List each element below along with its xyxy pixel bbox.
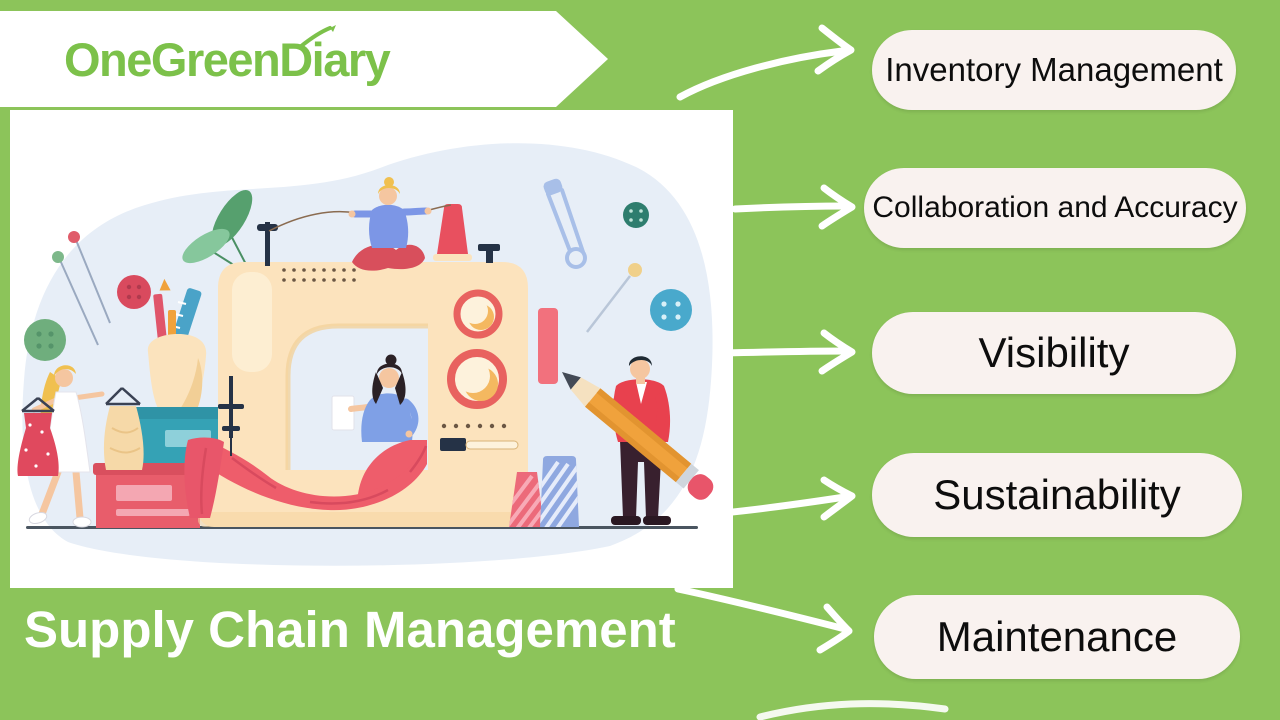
brand-logo: OneGreenDiary (64, 11, 391, 107)
brand-banner: OneGreenDiary (0, 11, 608, 107)
seamstress-with-paper (331, 354, 419, 442)
needle-bar (218, 376, 244, 456)
pill-label: Collaboration and Accuracy (872, 191, 1238, 224)
pill-label: Visibility (978, 329, 1130, 376)
brand-logo-text: OneGreenDiary (64, 32, 391, 86)
page-title: Supply Chain Management (24, 601, 676, 658)
arrow-2 (731, 184, 856, 230)
label-pill-inventory-management: Inventory Management (872, 30, 1236, 110)
button-blue-icon (650, 289, 692, 331)
safety-pin-icon (543, 178, 587, 269)
seamstress-on-machine-top (268, 177, 452, 271)
machine-dial-large (447, 349, 507, 409)
button-red-icon (117, 275, 151, 309)
label-pill-maintenance: Maintenance (874, 595, 1240, 679)
label-pill-collaboration-accuracy: Collaboration and Accuracy (864, 168, 1246, 248)
label-pill-sustainability: Sustainability (872, 453, 1242, 537)
decor-swoosh (756, 700, 949, 720)
button-green-icon (24, 319, 66, 361)
machine-knob (478, 244, 500, 263)
tailor-workshop-illustration (17, 143, 714, 566)
machine-vent-dots (441, 423, 507, 429)
label-pill-visibility: Visibility (872, 312, 1236, 394)
arrow-4 (718, 476, 856, 521)
machine-side-plate (538, 308, 558, 384)
pins-icon (52, 231, 111, 346)
illustration-panel (10, 110, 733, 588)
arrow-1 (676, 24, 855, 101)
button-teal-icon (623, 202, 649, 228)
pencil-icon (562, 372, 714, 500)
dress-on-hanger-red (17, 397, 59, 476)
pill-label: Maintenance (936, 613, 1178, 660)
diary-pen-icon (298, 25, 336, 49)
fabric-drape (184, 437, 428, 518)
thread-spools (509, 456, 579, 527)
machine-dial-small (453, 289, 503, 339)
thread-cone (433, 204, 472, 261)
arrow-3 (719, 329, 856, 375)
pencil-cup-icon (147, 278, 207, 412)
pill-label: Inventory Management (885, 51, 1223, 88)
dress-on-hanger-cream (103, 387, 144, 470)
pill-label: Sustainability (933, 471, 1181, 518)
pin-yellow-icon (586, 263, 642, 333)
arrow-5 (674, 585, 853, 654)
machine-stitch-holes (282, 268, 356, 282)
woman-with-hangers (17, 365, 105, 528)
machine-slider (440, 438, 519, 451)
sewing-machine (198, 222, 558, 527)
